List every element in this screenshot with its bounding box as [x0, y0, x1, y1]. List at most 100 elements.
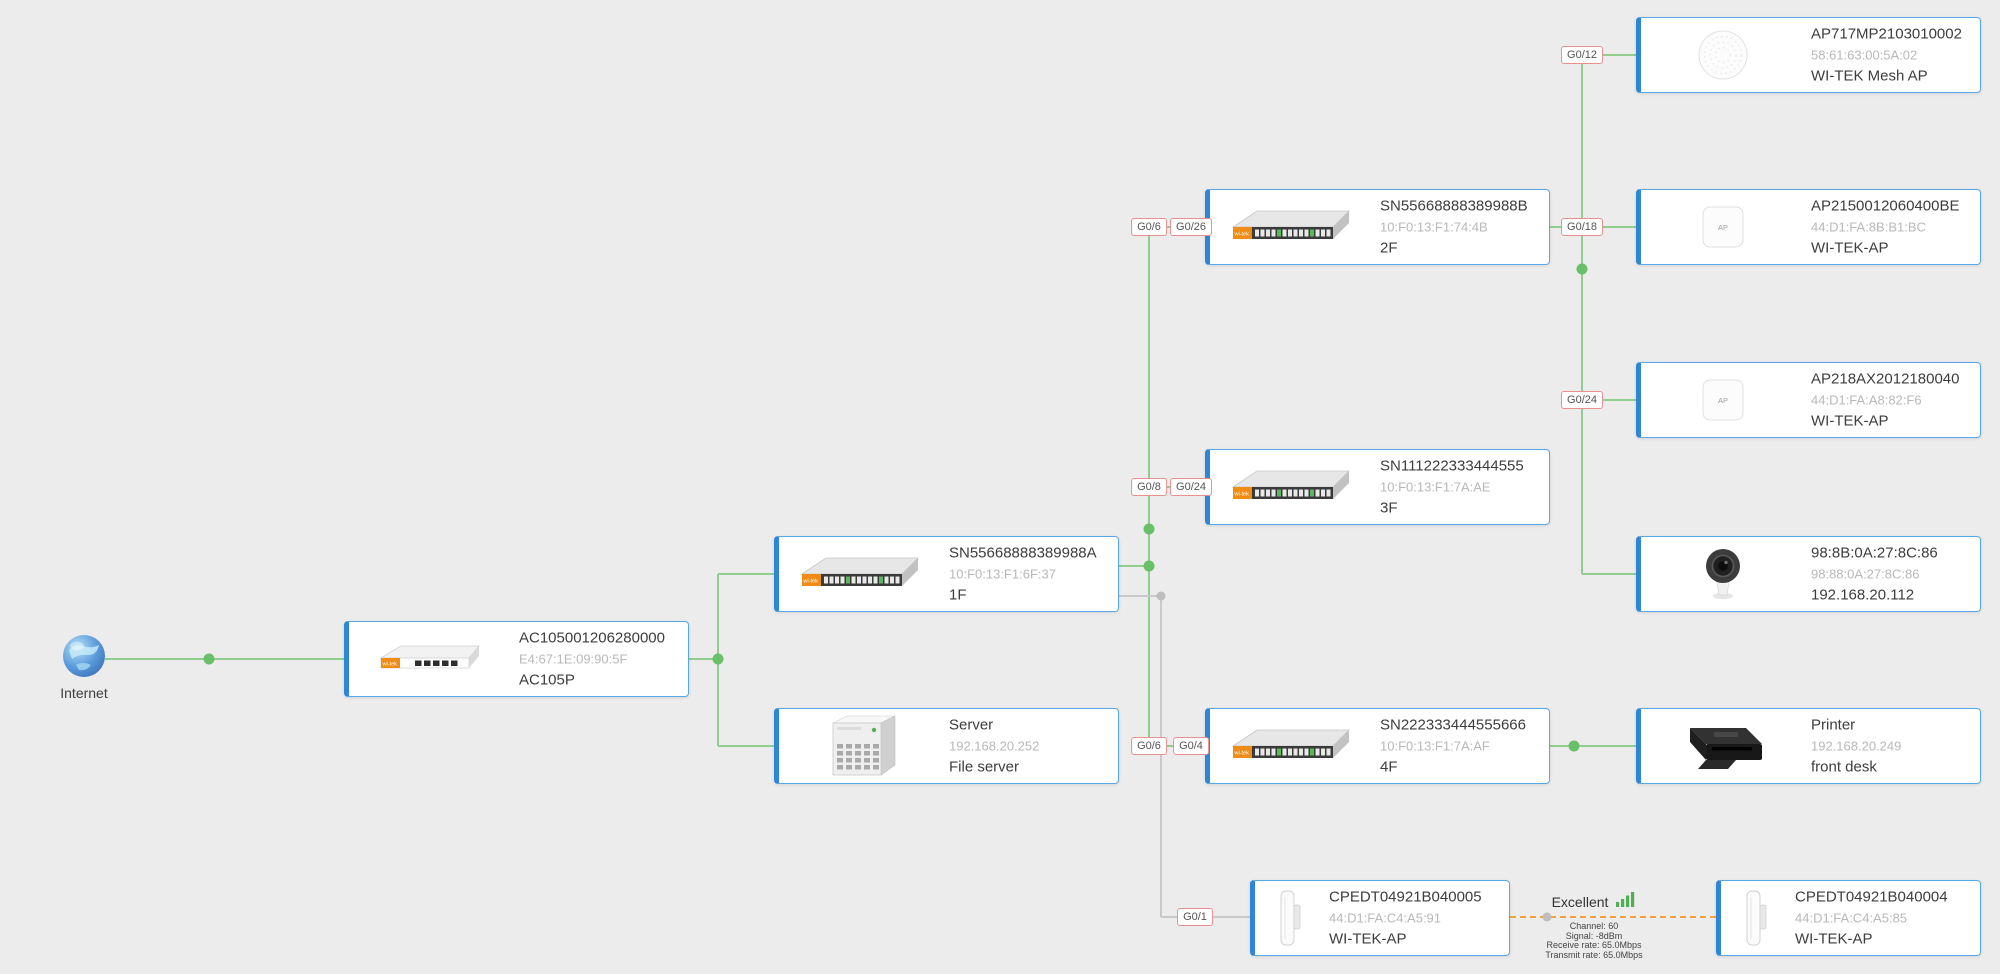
wired-link-line — [1582, 573, 1636, 575]
device-mac-or-ip: E4:67:1E:09:90:5F — [519, 651, 628, 667]
svg-text:wi-tek: wi-tek — [1234, 492, 1250, 498]
device-title: SN222333444555666 — [1380, 716, 1526, 734]
internet-node[interactable]: Internet — [39, 633, 129, 701]
mesh-ap-icon — [1647, 18, 1799, 92]
device-subtitle: 4F — [1380, 758, 1398, 776]
device-subtitle: 3F — [1380, 499, 1398, 517]
link-junction-dot — [1576, 263, 1588, 275]
link-junction-dot — [203, 653, 215, 665]
wired-link-line — [689, 658, 719, 660]
link-junction-dot — [1143, 560, 1155, 572]
device-title: SN111222333444555 — [1380, 457, 1524, 475]
device-mac-or-ip: 10:F0:13:F1:7A:AF — [1380, 738, 1490, 754]
wireless-link-line — [1510, 916, 1716, 918]
port-badge: G0/1 — [1177, 908, 1213, 926]
switch-icon: wi-tek — [785, 537, 937, 611]
wired-link-line — [1581, 55, 1583, 574]
device-mac-or-ip: 44:D1:FA:8B:B1:BC — [1811, 219, 1926, 235]
wired-link-line — [1119, 565, 1150, 567]
device-title: AP218AX2012180040 — [1811, 370, 1960, 388]
port-badge: G0/6 — [1131, 218, 1167, 236]
wired-link-line — [1582, 54, 1636, 56]
port-badge: G0/24 — [1170, 478, 1212, 496]
device-mac-or-ip: 98:88:0A:27:8C:86 — [1811, 566, 1920, 582]
svg-text:wi-tek: wi-tek — [382, 662, 398, 668]
printer-icon — [1647, 709, 1799, 783]
switch-icon: wi-tek — [1216, 190, 1368, 264]
svg-text:wi-tek: wi-tek — [803, 579, 819, 585]
device-mac-or-ip: 192.168.20.249 — [1811, 738, 1902, 754]
link-junction-dot — [1143, 523, 1155, 535]
switch-icon: wi-tek — [1216, 709, 1368, 783]
device-mac-or-ip: 44:D1:FA:C4:A5:91 — [1329, 910, 1442, 926]
device-title: Printer — [1811, 716, 1856, 734]
cpe-icon — [1725, 881, 1789, 955]
device-title: AC105001206280000 — [519, 629, 665, 647]
port-badge: G0/26 — [1170, 218, 1212, 236]
wired-link-line — [1582, 399, 1636, 401]
device-card-switch-4f[interactable]: wi-tek SN222333444555666 10:F0:13:F1:7A:A… — [1205, 708, 1550, 784]
device-title: AP2150012060400BE — [1811, 197, 1960, 215]
wired-link-line — [1550, 745, 1636, 747]
device-subtitle: WI-TEK-AP — [1811, 239, 1889, 257]
port-badge: G0/8 — [1131, 478, 1167, 496]
device-subtitle: WI-TEK-AP — [1811, 412, 1889, 430]
device-subtitle: File server — [949, 758, 1020, 776]
ap-icon: AP — [1647, 190, 1799, 264]
device-mac-or-ip: 10:F0:13:F1:6F:37 — [949, 566, 1056, 582]
device-subtitle: WI-TEK Mesh AP — [1811, 67, 1928, 85]
svg-text:AP: AP — [1718, 223, 1728, 232]
device-mac-or-ip: 192.168.20.252 — [949, 738, 1040, 754]
port-badge: G0/6 — [1131, 737, 1167, 755]
device-card-text: SN222333444555666 10:F0:13:F1:7A:AF 4F — [1380, 717, 1543, 776]
camera-icon — [1647, 537, 1799, 611]
device-subtitle: 2F — [1380, 239, 1398, 257]
svg-text:wi-tek: wi-tek — [1234, 751, 1250, 757]
device-title: CPEDT04921B040005 — [1329, 888, 1482, 906]
device-card-printer[interactable]: Printer 192.168.20.249 front desk — [1636, 708, 1981, 784]
server-icon — [785, 709, 937, 783]
cpe-icon — [1259, 881, 1323, 955]
device-subtitle: 192.168.20.112 — [1811, 586, 1915, 604]
internet-label: Internet — [60, 685, 108, 701]
device-title: Server — [949, 716, 994, 734]
device-card-text: Printer 192.168.20.249 front desk — [1811, 717, 1974, 776]
device-title: SN55668888389988B — [1380, 197, 1528, 215]
device-mac-or-ip: 44:D1:FA:A8:82:F6 — [1811, 392, 1922, 408]
device-card-text: AP2150012060400BE 44:D1:FA:8B:B1:BC WI-TEK… — [1811, 198, 1974, 257]
device-subtitle: front desk — [1811, 758, 1877, 776]
link-junction-dot — [1568, 740, 1580, 752]
link-junction-dot — [1156, 591, 1166, 601]
device-subtitle: AC105P — [519, 671, 575, 689]
device-mac-or-ip: 44:D1:FA:C4:A5:85 — [1795, 910, 1908, 926]
device-title: AP717MP2103010002 — [1811, 25, 1962, 43]
device-subtitle: WI-TEK-AP — [1795, 930, 1873, 948]
device-title: CPEDT04921B040004 — [1795, 888, 1948, 906]
device-card-ap-2150[interactable]: AP AP2150012060400BE 44:D1:FA:8B:B1:BC WI-T… — [1636, 189, 1981, 265]
wired-link-line — [718, 745, 774, 747]
device-subtitle: WI-TEK-AP — [1329, 930, 1407, 948]
link-receive-rate: Receive rate: 65.0Mbps — [1546, 940, 1642, 950]
ap-icon: AP — [1647, 363, 1799, 437]
link-junction-dot — [712, 653, 724, 665]
wireless-link-info: Excellent Channel: 60 Signal: -8dBm Rece… — [1519, 892, 1669, 960]
